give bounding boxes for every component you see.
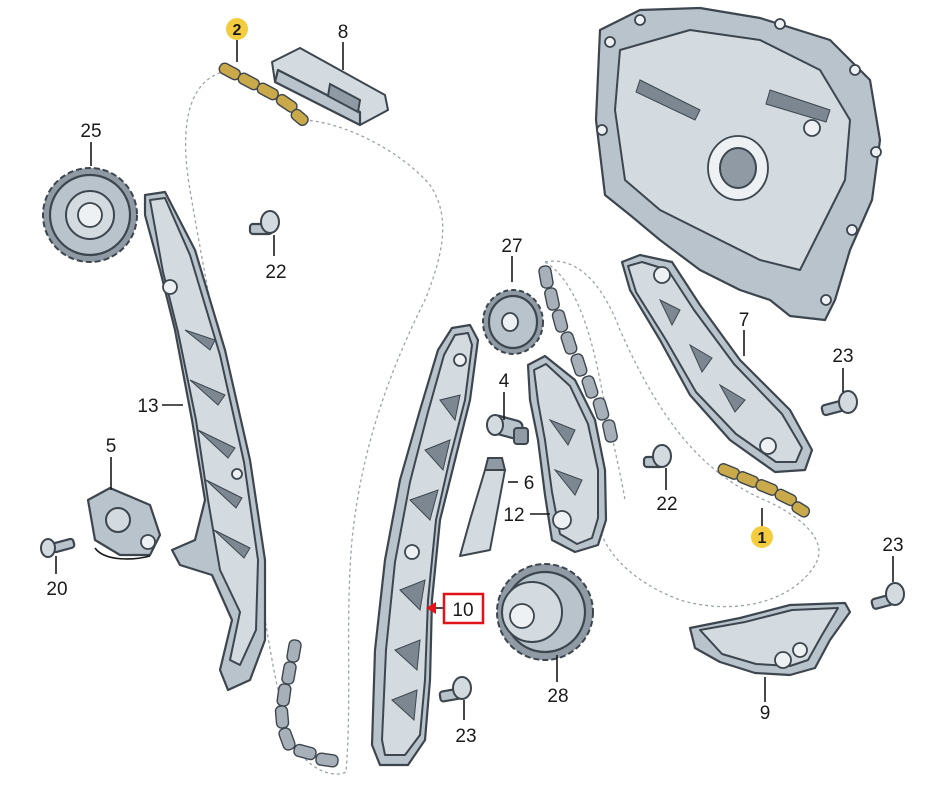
part-20-bolt xyxy=(40,537,76,558)
part-28-crankshaft-sprocket xyxy=(496,563,594,661)
callout-7-label: 7 xyxy=(739,310,750,331)
part-23-bolt-right-upper xyxy=(820,390,858,417)
part-1-timing-chain-segment xyxy=(717,463,811,518)
part-8-guide-slide xyxy=(271,47,389,127)
part-13-tensioning-rail xyxy=(143,190,267,692)
callout-10-arrowhead xyxy=(426,602,436,614)
timing-cover-plate xyxy=(594,6,882,322)
callout-1-badge xyxy=(751,526,773,548)
callout-22a-label: 22 xyxy=(265,262,286,283)
part-25-camshaft-sprocket xyxy=(42,167,138,263)
part-7-guide-rail xyxy=(620,253,814,474)
lower-chain-segment xyxy=(274,639,339,768)
callout-13-label: 13 xyxy=(137,396,158,417)
callout-1-label: 1 xyxy=(758,530,767,547)
callout-25-label: 25 xyxy=(80,121,101,142)
part-27-sprocket xyxy=(482,289,544,355)
part-6-sealant-tube xyxy=(459,457,507,557)
part-2-timing-chain-segment xyxy=(218,62,309,127)
part-10-guide-rail xyxy=(370,323,480,767)
part-23-bolt-bottom xyxy=(438,676,472,703)
callout-8-label: 8 xyxy=(338,22,349,43)
part-9-bracket xyxy=(688,601,852,677)
part-22-bolt-upper xyxy=(248,210,280,236)
callout-4-label: 4 xyxy=(499,371,510,392)
callout-27-label: 27 xyxy=(501,236,522,257)
chain-route-right-2 xyxy=(544,261,626,501)
callout-6-label: 6 xyxy=(524,473,535,494)
leader-lines xyxy=(55,40,894,720)
callout-10-label: 10 xyxy=(452,600,473,621)
middle-chain-segment xyxy=(538,265,618,443)
callout-28-label: 28 xyxy=(547,686,568,707)
callout-12-label: 12 xyxy=(503,505,524,526)
chain-route-left xyxy=(184,69,444,775)
callout-10-highlight-box xyxy=(442,592,485,625)
callout-23b-label: 23 xyxy=(882,535,903,556)
part-22-bolt-lower xyxy=(642,444,672,469)
part-4-stud xyxy=(486,414,529,445)
callout-22b-label: 22 xyxy=(656,494,677,515)
callout-20-label: 20 xyxy=(46,579,67,600)
callout-2-label: 2 xyxy=(233,22,242,39)
callout-2-badge xyxy=(226,18,248,40)
chain-route-right xyxy=(544,260,820,608)
part-5-chain-tensioner xyxy=(86,486,162,560)
callout-9-label: 9 xyxy=(760,703,771,724)
callout-23c-label: 23 xyxy=(455,726,476,747)
part-12-chain-guide xyxy=(526,354,608,554)
callout-23a-label: 23 xyxy=(832,346,853,367)
callout-5-label: 5 xyxy=(106,436,117,457)
part-23-bolt-right-lower xyxy=(870,582,905,610)
